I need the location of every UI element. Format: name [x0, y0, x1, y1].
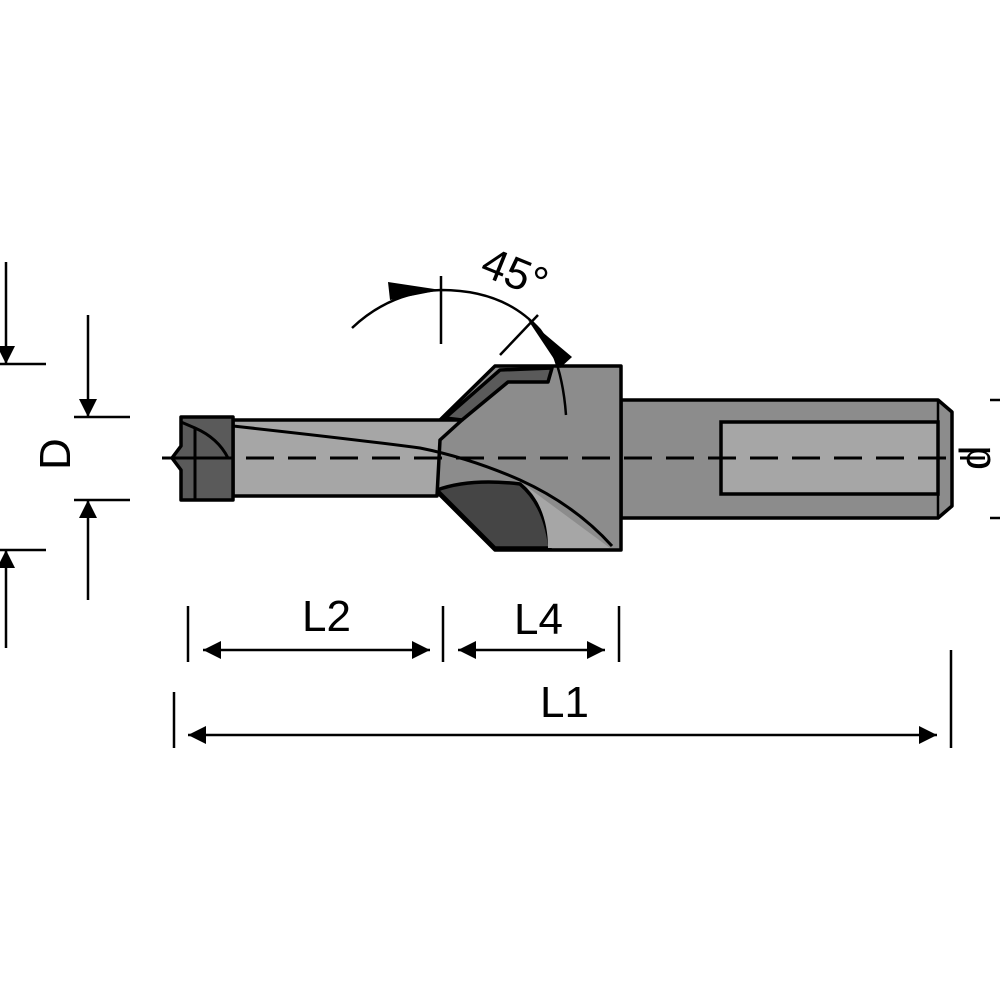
- angle-arc: [351, 288, 568, 416]
- angle-label: 45°: [475, 238, 555, 308]
- length-dimensions: L2 L4 L1: [172, 592, 953, 748]
- diameter-d-dimension: D: [31, 315, 130, 600]
- l2-label: L2: [302, 592, 351, 641]
- outer-diameter-dimension: [0, 262, 46, 648]
- l1-label: L1: [540, 678, 589, 727]
- angle-tangent-line: [499, 314, 539, 356]
- countersink-face: [526, 486, 610, 548]
- shank-diameter-dimension: d: [951, 398, 1000, 520]
- angle-arrow-right: [528, 320, 572, 368]
- shank-diameter-label: d: [951, 446, 1000, 470]
- l4-label: L4: [514, 595, 563, 644]
- angle-arrow-left: [388, 282, 441, 300]
- tool-body: [170, 364, 954, 552]
- diameter-label: D: [31, 438, 80, 470]
